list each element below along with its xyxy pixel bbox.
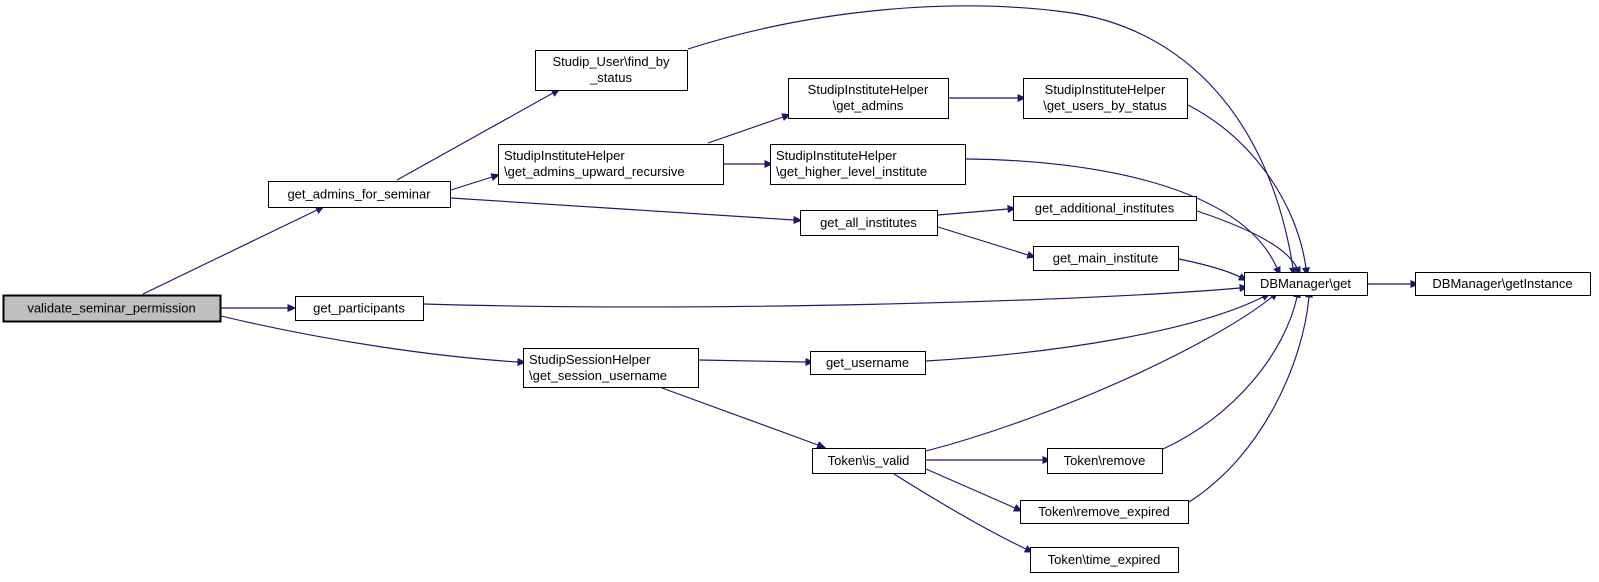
node-label-validate-seminar-permission: validate_seminar_permission bbox=[27, 301, 195, 316]
edge-get-admins-for-seminar--to--studip-user-find-by-status bbox=[396, 88, 561, 181]
node-get-admins-for-seminar[interactable]: get_admins_for_seminar bbox=[268, 181, 451, 208]
node-label-studip-institute-helper-get-higher-level-institute-line1: StudipInstituteHelper bbox=[776, 148, 897, 163]
node-label-studip-institute-helper-get-higher-level-institute-line2: \get_higher_level_institute bbox=[776, 164, 927, 179]
node-label-token-remove: Token\remove bbox=[1064, 453, 1146, 468]
edge-token-remove--to--dbmanager-get bbox=[1162, 288, 1301, 450]
node-token-remove[interactable]: Token\remove bbox=[1047, 448, 1163, 474]
edge-get-additional-institutes--to--dbmanager-get bbox=[1196, 210, 1301, 276]
node-studip-user-find-by-status[interactable]: Studip_User\find_by_status bbox=[535, 50, 688, 91]
node-box-studip-institute-helper-get-users-by-status bbox=[1023, 78, 1188, 119]
node-box-studip-user-find-by-status bbox=[535, 50, 688, 91]
node-box-token-time-expired bbox=[1030, 547, 1179, 573]
node-label-studip-session-helper-get-session-username-line1: StudipSessionHelper bbox=[529, 352, 651, 367]
node-box-studip-institute-helper-get-higher-level-institute bbox=[770, 144, 966, 185]
node-label-get-participants: get_participants bbox=[313, 301, 405, 316]
node-dbmanager-get[interactable]: DBManager\get bbox=[1244, 272, 1368, 296]
node-box-dbmanager-getinstance bbox=[1415, 272, 1591, 296]
node-box-validate-seminar-permission bbox=[2, 294, 222, 323]
node-label-token-is-valid: Token\is_valid bbox=[828, 453, 910, 468]
node-get-participants[interactable]: get_participants bbox=[295, 296, 424, 321]
node-box-token-remove bbox=[1047, 448, 1163, 474]
node-box-get-participants bbox=[295, 296, 424, 321]
node-get-all-institutes[interactable]: get_all_institutes bbox=[800, 210, 938, 236]
edges-layer bbox=[142, 5, 1420, 553]
node-box-studip-session-helper-get-session-username bbox=[523, 348, 699, 388]
node-box-token-is-valid bbox=[812, 448, 926, 474]
edge-get-admins-for-seminar--to--get-all-institutes bbox=[450, 197, 803, 224]
node-label-token-time-expired: Token\time_expired bbox=[1048, 552, 1161, 567]
edge-studip-session-helper-get-session-username--to--get-username bbox=[698, 357, 815, 366]
node-box-get-all-institutes bbox=[800, 210, 938, 236]
node-studip-institute-helper-get-admins[interactable]: StudipInstituteHelper\get_admins bbox=[788, 78, 949, 119]
node-studip-institute-helper-get-higher-level-institute[interactable]: StudipInstituteHelper\get_higher_level_i… bbox=[770, 144, 966, 185]
node-box-get-additional-institutes bbox=[1013, 196, 1197, 221]
node-validate-seminar-permission[interactable]: validate_seminar_permission bbox=[2, 294, 222, 323]
edge-validate-seminar-permission--to--studip-session-helper-get-session-username bbox=[220, 315, 527, 366]
node-label-studip-institute-helper-get-admins-upward-recursive-line1: StudipInstituteHelper bbox=[504, 148, 625, 163]
node-label-studip-user-find-by-status-line1: Studip_User\find_by bbox=[552, 54, 670, 69]
node-get-username[interactable]: get_username bbox=[810, 351, 926, 375]
node-label-token-remove-expired: Token\remove_expired bbox=[1038, 504, 1170, 519]
edge-studip-institute-helper-get-higher-level-institute--to--dbmanager-get bbox=[965, 158, 1281, 276]
node-label-dbmanager-getinstance: DBManager\getInstance bbox=[1432, 276, 1572, 291]
node-label-get-all-institutes: get_all_institutes bbox=[820, 215, 917, 230]
edge-studip-institute-helper-get-admins-upward-recursive--to--studip-institute-helper-get-admins bbox=[707, 113, 792, 144]
edge-token-is-valid--to--token-time-expired bbox=[893, 473, 1034, 553]
node-label-get-username: get_username bbox=[826, 355, 909, 370]
edge-get-participants--to--dbmanager-get bbox=[423, 284, 1249, 308]
node-label-studip-institute-helper-get-admins-line2: \get_admins bbox=[833, 98, 904, 113]
node-label-studip-institute-helper-get-admins-upward-recursive-line2: \get_admins_upward_recursive bbox=[504, 164, 685, 179]
edge-get-all-institutes--to--get-additional-institutes bbox=[937, 205, 1017, 216]
node-box-token-remove-expired bbox=[1020, 500, 1189, 524]
edge-token-is-valid--to--dbmanager-get bbox=[925, 291, 1279, 452]
node-studip-session-helper-get-session-username[interactable]: StudipSessionHelper\get_session_username bbox=[523, 348, 699, 388]
node-dbmanager-getinstance[interactable]: DBManager\getInstance bbox=[1415, 272, 1591, 296]
node-label-get-additional-institutes: get_additional_institutes bbox=[1035, 201, 1175, 216]
node-token-time-expired[interactable]: Token\time_expired bbox=[1030, 547, 1179, 573]
edge-token-is-valid--to--token-remove-expired bbox=[925, 468, 1023, 512]
node-studip-institute-helper-get-users-by-status[interactable]: StudipInstituteHelper\get_users_by_statu… bbox=[1023, 78, 1188, 119]
node-box-dbmanager-get bbox=[1244, 272, 1368, 296]
node-label-studip-user-find-by-status-line2: _status bbox=[589, 70, 632, 85]
node-label-studip-institute-helper-get-users-by-status-line2: \get_users_by_status bbox=[1043, 98, 1167, 113]
edge-get-username--to--dbmanager-get bbox=[925, 293, 1271, 362]
edge-validate-seminar-permission--to--get-admins-for-seminar bbox=[142, 206, 325, 295]
edge-token-remove-expired--to--dbmanager-get bbox=[1188, 288, 1313, 503]
node-box-studip-institute-helper-get-admins-upward-recursive bbox=[498, 144, 724, 185]
node-get-main-institute[interactable]: get_main_institute bbox=[1033, 246, 1179, 271]
edge-studip-session-helper-get-session-username--to--token-is-valid bbox=[661, 387, 826, 449]
edge-get-main-institute--to--dbmanager-get bbox=[1178, 258, 1248, 281]
edge-studip-user-find-by-status--to--dbmanager-get bbox=[687, 5, 1297, 277]
edge-get-admins-for-seminar--to--studip-institute-helper-get-admins-upward-recursive bbox=[450, 173, 501, 191]
node-label-get-main-institute: get_main_institute bbox=[1053, 251, 1159, 266]
node-get-additional-institutes[interactable]: get_additional_institutes bbox=[1013, 196, 1197, 221]
node-studip-institute-helper-get-admins-upward-recursive[interactable]: StudipInstituteHelper\get_admins_upward_… bbox=[498, 144, 724, 185]
nodes-layer: validate_seminar_permission get_admins_fo… bbox=[2, 50, 1591, 573]
edge-get-all-institutes--to--get-main-institute bbox=[937, 226, 1037, 259]
edge-studip-institute-helper-get-users-by-status--to--dbmanager-get bbox=[1187, 104, 1310, 277]
node-token-remove-expired[interactable]: Token\remove_expired bbox=[1020, 500, 1189, 524]
node-box-get-username bbox=[810, 351, 926, 375]
node-token-is-valid[interactable]: Token\is_valid bbox=[812, 448, 926, 474]
node-box-studip-institute-helper-get-admins bbox=[788, 78, 949, 119]
node-label-studip-institute-helper-get-users-by-status-line1: StudipInstituteHelper bbox=[1045, 82, 1166, 97]
node-box-get-admins-for-seminar bbox=[268, 181, 451, 208]
node-box-get-main-institute bbox=[1033, 246, 1179, 271]
node-label-dbmanager-get: DBManager\get bbox=[1260, 276, 1351, 291]
node-label-get-admins-for-seminar: get_admins_for_seminar bbox=[287, 187, 431, 202]
node-label-studip-institute-helper-get-admins-line1: StudipInstituteHelper bbox=[808, 82, 929, 97]
node-label-studip-session-helper-get-session-username-line2: \get_session_username bbox=[529, 368, 667, 383]
